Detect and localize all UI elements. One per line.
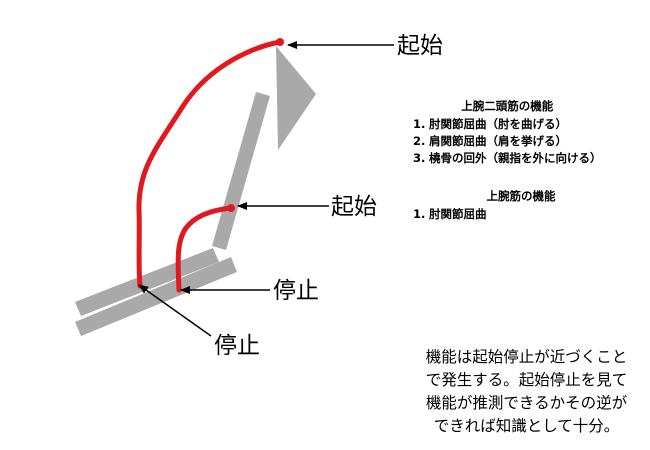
item-number: 1. — [413, 207, 426, 221]
brachialis-origin-dot — [227, 204, 235, 212]
summary-note: 機能は起始停止が近づくこと で発生する。起始停止を見て 機能が推測できるかその逆… — [404, 346, 649, 438]
biceps-origin-dot — [276, 38, 284, 46]
origin-mid-label: 起始 — [331, 194, 377, 220]
shoulder-bone — [276, 46, 316, 150]
brachialis-function-item: 1.肘関節屈曲 — [413, 206, 629, 223]
insertion-bottom-arrow — [138, 284, 212, 337]
humerus-bone — [212, 92, 270, 250]
note-line: で発生する。起始停止を見て — [425, 371, 628, 389]
biceps-function-block: 上腕二頭筋の機能 1.肘関節屈曲（肘を曲げる） 2.肩関節屈曲（肩を挙げる） 3… — [413, 98, 602, 167]
note-line: できれば知識として十分。 — [433, 417, 620, 435]
item-text: 肩関節屈曲（肩を挙げる） — [429, 134, 567, 148]
note-line: 機能は起始停止が近づくこと — [425, 348, 628, 366]
insertion-bottom-label: 停止 — [214, 333, 260, 359]
biceps-muscle — [136, 39, 283, 289]
item-text: 肘関節屈曲 — [429, 207, 487, 221]
insertion-right-label: 停止 — [273, 278, 319, 304]
biceps-function-item: 3.橈骨の回外（親指を外に向ける） — [413, 150, 602, 167]
biceps-function-item: 2.肩関節屈曲（肩を挙げる） — [413, 133, 602, 150]
item-number: 3. — [413, 151, 426, 165]
item-number: 2. — [413, 134, 426, 148]
forearm-bone-upper — [75, 248, 219, 316]
origin-top-label: 起始 — [397, 33, 443, 59]
item-text: 橈骨の回外（親指を外に向ける） — [429, 151, 602, 165]
item-text: 肘関節屈曲（肘を曲げる） — [429, 117, 567, 131]
item-number: 1. — [413, 117, 426, 131]
brachialis-function-title: 上腕筋の機能 — [486, 189, 556, 203]
note-line: 機能が推測できるかその逆が — [425, 394, 628, 412]
brachialis-function-block: 上腕筋の機能 1.肘関節屈曲 — [413, 188, 629, 223]
brachialis-muscle — [175, 205, 234, 293]
biceps-function-item: 1.肘関節屈曲（肘を曲げる） — [413, 116, 602, 133]
biceps-function-title: 上腕二頭筋の機能 — [461, 99, 554, 113]
